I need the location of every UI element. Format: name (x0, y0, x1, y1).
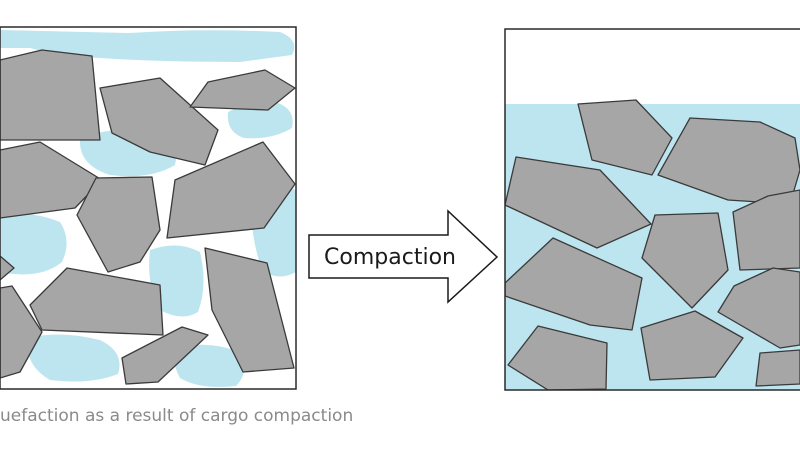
cargo-rock (732, 189, 800, 271)
water-pocket (174, 344, 245, 387)
after-compaction-panel (505, 99, 800, 390)
cargo-rock (505, 237, 643, 331)
cargo-rock (641, 212, 729, 309)
left-cargo-rocks (0, 49, 296, 385)
after-compaction-frame (504, 28, 800, 391)
right-cargo-rocks (505, 99, 800, 390)
cargo-rock (0, 49, 101, 141)
before-compaction-panel (0, 30, 296, 387)
water-pocket (27, 334, 120, 382)
compaction-arrow: Compaction (308, 209, 499, 304)
cargo-rock (717, 267, 800, 349)
cargo-rock (121, 326, 209, 385)
cargo-rock (0, 255, 15, 281)
cargo-rock (99, 77, 219, 166)
cargo-rock (166, 141, 296, 239)
cargo-rock (29, 267, 164, 336)
cargo-rock (204, 247, 295, 373)
cargo-rock (657, 117, 800, 205)
water-pocket (227, 102, 293, 139)
arrow-shape (308, 209, 499, 304)
cargo-rock (640, 310, 744, 381)
cargo-rock (577, 99, 673, 176)
cargo-rock (189, 69, 296, 111)
before-compaction-frame (0, 26, 297, 390)
cargo-rock (755, 349, 800, 387)
cargo-rock (76, 176, 161, 273)
water-pocket (149, 245, 204, 317)
water-pocket (0, 213, 67, 275)
cargo-rock (505, 156, 652, 249)
cargo-rock (0, 285, 43, 379)
figure-caption: uefaction as a result of cargo compactio… (0, 406, 354, 426)
arrow-label: Compaction (324, 245, 456, 270)
